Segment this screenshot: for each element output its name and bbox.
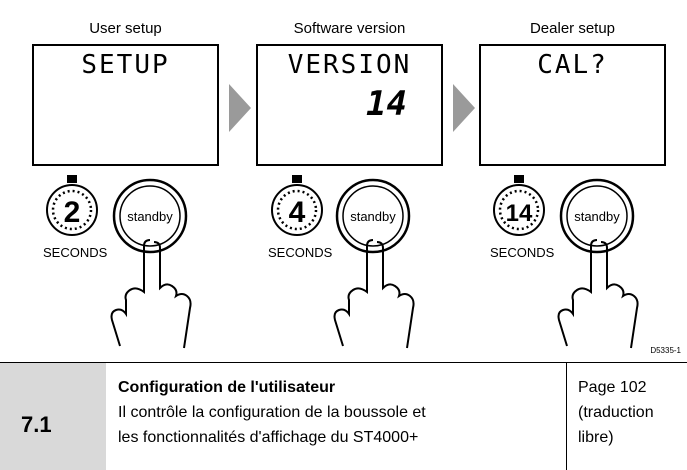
seconds-label: SECONDS [43,245,108,260]
arrow-right-icon [453,84,475,132]
standby-label: standby [127,209,173,224]
lcd-display-version: VERSION 14 [256,44,443,166]
figure-code: D5335-1 [650,346,681,355]
timer-value: 4 [289,196,306,229]
section-number-cell: 7.1 [0,363,106,470]
page-reference: Page 102 [578,379,647,396]
caption-description-line: Il contrôle la configuration de la bouss… [118,404,426,421]
standby-button-icon [559,178,635,254]
stopwatch-icon [46,175,98,236]
panel-title-dealer-setup: Dealer setup [529,20,616,37]
seconds-label: SECONDS [268,245,333,260]
caption-text-cell: Configuration de l'utilisateur Il contrô… [106,363,567,470]
timer-value: 2 [64,196,81,229]
seconds-label: SECONDS [490,245,555,260]
section-number: 7.1 [21,412,52,437]
translation-note: libre) [578,429,614,446]
panel-title-software-version: Software version [293,20,406,37]
caption-description-line: les fonctionnalités d'affichage du ST400… [118,429,419,446]
lcd-display-user-setup: SETUP [32,44,219,166]
lcd-text-version: VERSION [287,50,412,80]
panel-title-user-setup: User setup [89,20,162,37]
standby-button-icon [112,178,188,254]
setup-diagram: User setup Software version Dealer setup… [0,20,687,363]
standby-label: standby [350,209,396,224]
arrow-right-icon [229,84,251,132]
timer-value: 14 [506,200,533,227]
caption-table: 7.1 Configuration de l'utilisateur Il co… [0,363,687,470]
pointing-hand-icon [110,239,192,349]
pointing-hand-icon [333,239,415,349]
pointing-hand-icon [557,239,639,349]
stopwatch-icon [271,175,323,236]
controls-illustration: 2 4 14 standby standby standby [46,175,639,349]
stopwatch-icon [493,175,545,236]
lcd-version-number: 14 [366,84,407,124]
standby-label: standby [574,209,620,224]
lcd-text-setup: SETUP [81,50,170,80]
caption-title: Configuration de l'utilisateur [118,379,336,396]
lcd-display-dealer-setup: CAL? [479,44,666,166]
lcd-text-cal: CAL? [537,50,608,80]
page-reference-cell: Page 102 (traduction libre) [567,363,687,470]
translation-note: (traduction [578,404,654,421]
standby-button-icon [335,178,411,254]
